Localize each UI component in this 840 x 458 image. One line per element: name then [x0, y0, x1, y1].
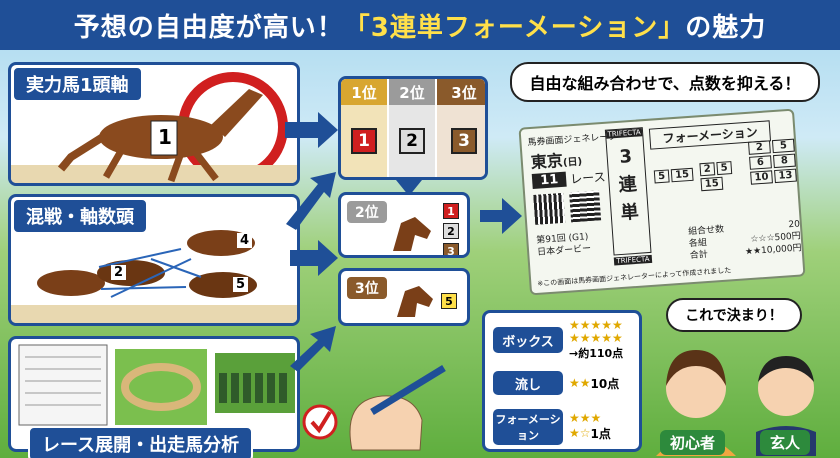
top-speech-bubble: 自由な組み合わせで、点数を抑える！ — [510, 62, 820, 102]
ticket-col1-0: 5 — [653, 169, 670, 184]
position-third-label: 3位 — [437, 79, 485, 105]
beginner-label: 初心者 — [660, 430, 726, 455]
qr-code-icon — [569, 190, 602, 223]
position-third-pick: 3 — [451, 128, 477, 154]
ticket-race-label: レース — [569, 169, 607, 187]
ticket-total-value: ★★10,000円 — [744, 243, 802, 258]
third-place-panel: 3位 5 — [338, 268, 470, 326]
position-first-pick: 1 — [351, 128, 377, 154]
horse-head-icon — [397, 286, 433, 317]
ticket-combo-value: 20 — [788, 219, 801, 231]
flow-stars: ★★ — [569, 375, 591, 390]
ticket-col2-0: 2 — [699, 162, 716, 177]
formation-points: 1点 — [590, 427, 611, 441]
ticket-col3-3: 8 — [773, 153, 796, 169]
title-suffix: の魅力 — [685, 12, 767, 43]
ticket-type-char-2: 連 — [618, 173, 638, 196]
box-stars: ★★★★★★★★★★ — [569, 318, 623, 345]
box-bet-label: ボックス — [493, 327, 563, 353]
analysis-illustration — [18, 344, 295, 426]
page-title: 予想の自由度が高い！ 「3連単フォーメーション」 の魅力 — [0, 0, 840, 50]
ticket-day: (日) — [562, 156, 583, 169]
ticket-col3-4: 10 — [750, 170, 773, 185]
top-bubble-text: 自由な組み合わせで、点数を抑える！ — [529, 74, 801, 93]
ticket-venue: 東京(日) — [530, 146, 583, 174]
position-third-column: 3位 3 — [437, 79, 485, 177]
ticket-venue-name: 東京 — [530, 150, 564, 173]
mixed-label: 混戦・軸数頭 — [12, 198, 148, 234]
ticket-col3-5: 13 — [774, 168, 797, 184]
ticket-type-char-3: 単 — [619, 201, 640, 224]
comparison-panel: ボックス ★★★★★★★★★★ →約110点 流し ★★ 10点 フォーメーショ… — [482, 310, 642, 452]
third-pick: 5 — [441, 293, 457, 309]
analysis-label: レース展開・出走馬分析 — [28, 426, 254, 458]
ticket-col1-1: 15 — [670, 167, 694, 183]
box-points: →約110点 — [569, 347, 624, 360]
ticket-type-char-1: 3 — [618, 146, 633, 168]
lead-horse-number: 1 — [158, 125, 172, 149]
ticket-col2-1: 5 — [716, 161, 733, 176]
ticket-footnote: ※この画面は馬券画面ジェネレーターによって作成されました — [537, 266, 732, 288]
third-place-label: 3位 — [347, 277, 387, 299]
formation-bet-label: フォーメーション — [493, 409, 563, 445]
ticket-col3-1: 5 — [771, 138, 795, 154]
horse-head-icon — [393, 217, 431, 251]
position-first-label: 1位 — [341, 79, 387, 105]
flow-bet-label: 流し — [493, 371, 563, 395]
strong-horse-illustration — [11, 72, 297, 183]
betting-ticket: 馬券画面ジェネレーター 東京(日) 11 レース 第91回 (G1) 日本ダービ… — [518, 108, 806, 296]
ticket-col2-2: 15 — [700, 176, 724, 192]
axis-one-label: 実力馬1頭軸 — [12, 66, 143, 102]
qr-code-icon — [533, 192, 566, 225]
expert-label: 玄人 — [760, 430, 811, 455]
second-pick-2: 2 — [443, 223, 459, 239]
second-place-label: 2位 — [347, 201, 387, 223]
ticket-race-name-2: 日本ダービー — [536, 244, 592, 258]
flow-points: 10点 — [590, 376, 620, 391]
second-pick-1: 1 — [443, 203, 459, 219]
title-highlight: 「3連単フォーメーション」 — [343, 12, 686, 43]
horse-number-b: 2 — [111, 265, 127, 280]
ticket-total-label: 合計 — [689, 249, 709, 262]
position-second-column: 2位 2 — [389, 79, 437, 177]
horse-number-a: 4 — [237, 233, 253, 248]
position-first-column: 1位 1 — [341, 79, 389, 177]
position-second-pick: 2 — [399, 128, 425, 154]
ticket-col3-2: 6 — [749, 155, 772, 170]
formation-stars: ★★★ — [569, 411, 602, 425]
second-pick-3: 3 — [443, 243, 459, 255]
horse-number-c: 5 — [233, 277, 249, 292]
ticket-col3-0: 2 — [748, 140, 771, 155]
title-prefix: 予想の自由度が高い！ — [73, 12, 344, 43]
ticket-trifecta-bottom: TRIFECTA — [613, 254, 653, 266]
formation-positions-panel: 1位 1 2位 2 3位 3 — [338, 76, 488, 180]
bottom-speech-bubble: これで決まり！ — [666, 298, 802, 332]
ticket-trifecta-top: TRIFECTA — [605, 128, 643, 139]
second-place-panel: 2位 1 2 3 — [338, 192, 470, 258]
axis-one-panel: 1 — [8, 62, 300, 186]
pen-hand-illustration — [302, 365, 446, 451]
bottom-bubble-text: これで決まり！ — [685, 308, 783, 324]
position-second-label: 2位 — [389, 79, 435, 105]
ticket-race-number: 11 — [531, 171, 567, 189]
